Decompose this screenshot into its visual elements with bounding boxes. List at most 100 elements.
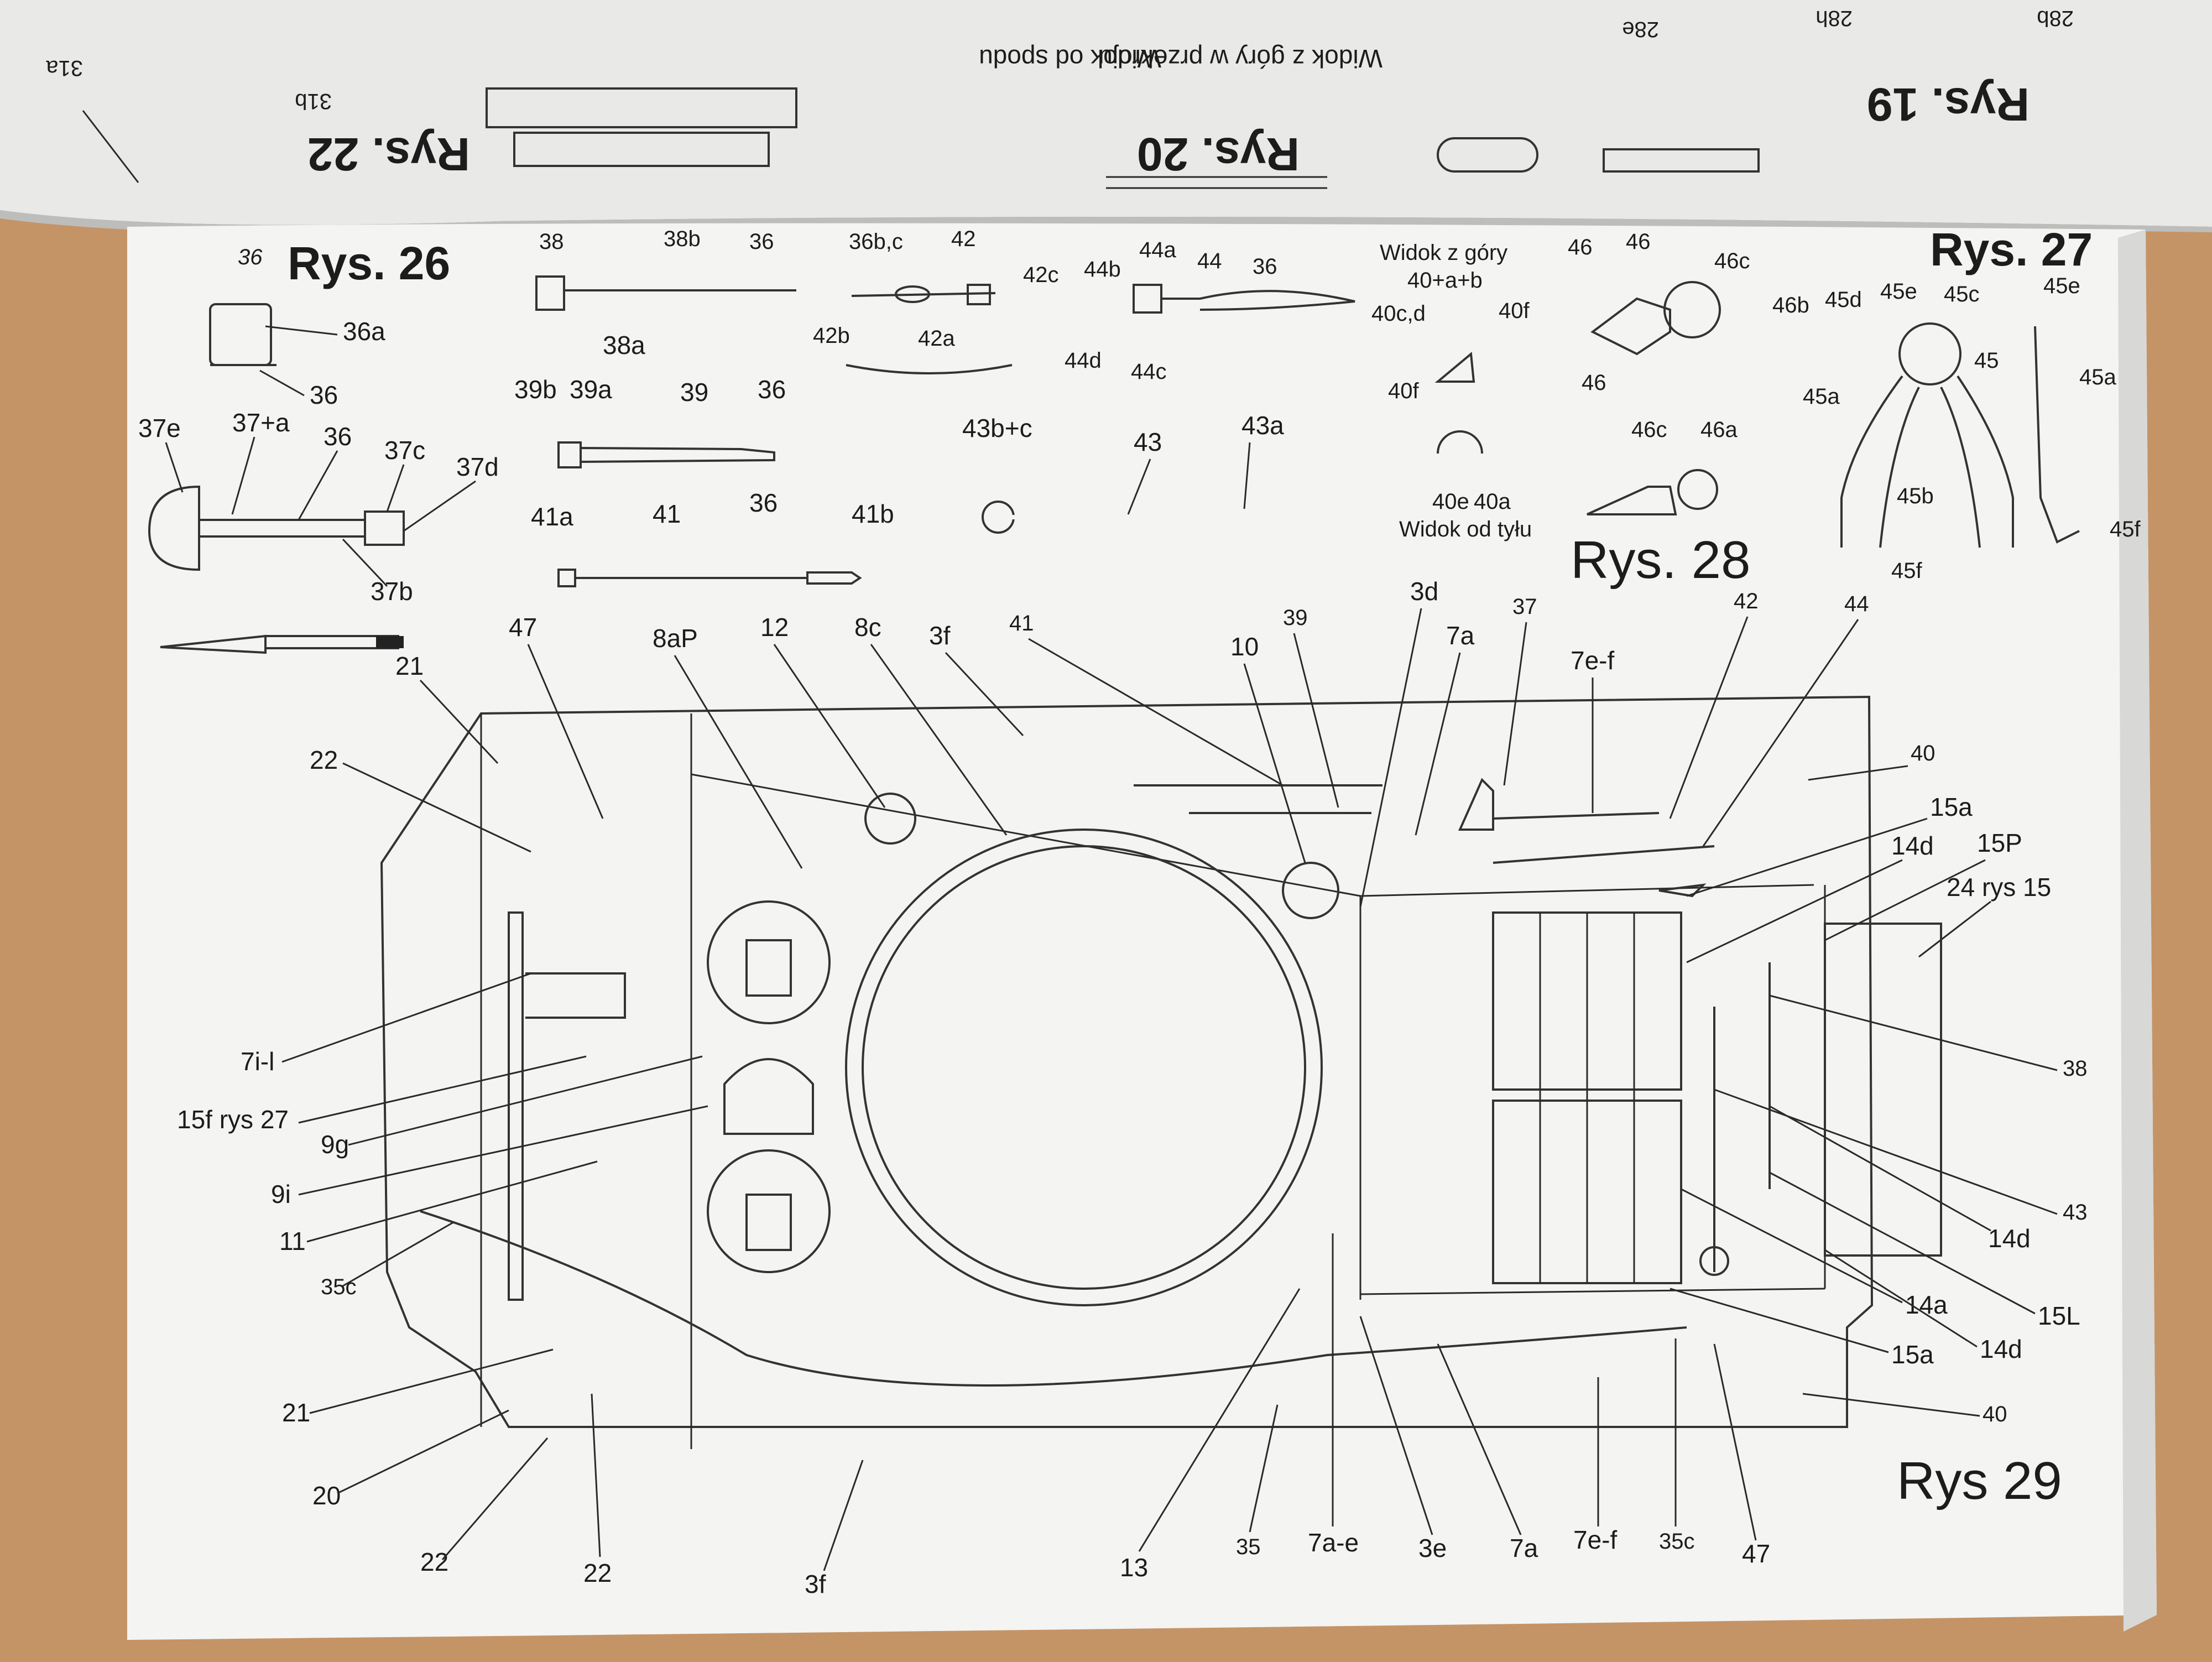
- callout-47-b: 47: [1742, 1539, 1770, 1568]
- fig29-title: Rys 29: [1897, 1451, 2062, 1510]
- figure-29-deck: Rys 29 47 8aP 12 8c 3f 41 39 10 3d 7a 37…: [177, 577, 2088, 1598]
- part-28b: 28b: [2037, 6, 2074, 30]
- callout-7a-b: 7a: [1510, 1534, 1538, 1562]
- callout-21-b: 21: [282, 1398, 310, 1427]
- callout-20: 20: [312, 1481, 341, 1510]
- top-page-drawings: [82, 87, 1760, 189]
- top-page: [0, 0, 2212, 227]
- callout-8c: 8c: [854, 613, 881, 642]
- callout-14d: 14d: [1891, 831, 1934, 860]
- label-44: 44: [1197, 249, 1222, 273]
- callout-41: 41: [1009, 611, 1034, 635]
- label-44d: 44d: [1065, 348, 1102, 373]
- callout-15a-b: 15a: [1891, 1340, 1934, 1369]
- fig20-title: Rys. 20: [1137, 128, 1300, 180]
- part-31a: 31a: [46, 56, 83, 80]
- callout-37: 37: [1512, 595, 1537, 619]
- part-28e: 28e: [1622, 17, 1659, 41]
- callout-39: 39: [1283, 606, 1308, 630]
- callout-15P: 15P: [1977, 829, 2022, 857]
- label-40f-top: 40f: [1499, 299, 1530, 323]
- label-37e: 37e: [138, 414, 181, 442]
- figure-28: Widok z góry 40+a+b 40c,d 40f 40f 40e 40…: [1371, 230, 1809, 590]
- label-38: 38: [539, 230, 564, 254]
- figure-26: Rys. 26 36 36a 36 37e 37+a 36 37c 37d 37…: [138, 227, 894, 654]
- callout-3e: 3e: [1418, 1534, 1447, 1562]
- callout-15f-rys27: 15f rys 27: [177, 1105, 289, 1134]
- label-45f: 45f: [1891, 559, 1922, 583]
- label-45b: 45b: [1897, 484, 1934, 508]
- label-44a: 44a: [1139, 238, 1176, 262]
- callout-42: 42: [1734, 589, 1759, 613]
- label-42c: 42c: [1023, 263, 1059, 287]
- fig19-title: Rys. 19: [1867, 79, 2030, 131]
- callout-15L: 15L: [2038, 1301, 2080, 1330]
- label-37b: 37b: [371, 577, 413, 606]
- callout-22-c: 22: [583, 1559, 612, 1587]
- label-38b: 38b: [664, 227, 701, 251]
- label-43bc: 43b+c: [962, 414, 1032, 442]
- label-37d: 37d: [456, 452, 499, 481]
- label-45: 45: [1974, 348, 1999, 373]
- label-46a: 46a: [1700, 418, 1738, 442]
- label-40e: 40e: [1432, 489, 1469, 514]
- label-36-41: 36: [749, 488, 778, 517]
- label-42b: 42b: [813, 324, 850, 348]
- label-37c: 37c: [384, 436, 425, 465]
- callout-21: 21: [395, 652, 424, 680]
- callout-35c-b: 35c: [1659, 1529, 1695, 1554]
- label-45e-right: 45e: [2043, 274, 2080, 298]
- label-36bc: 36b,c: [849, 230, 903, 254]
- label-36-shovel: 36: [324, 422, 352, 451]
- label-42: 42: [951, 227, 976, 251]
- callout-38: 38: [2063, 1056, 2088, 1081]
- label-46c-b: 46c: [1631, 418, 1667, 442]
- label-45e: 45e: [1880, 279, 1917, 304]
- label-43a: 43a: [1241, 411, 1284, 440]
- callout-12: 12: [760, 613, 789, 642]
- fig28-title: Rys. 28: [1571, 530, 1750, 590]
- label-36-44: 36: [1253, 254, 1277, 279]
- label-38a: 38a: [603, 331, 645, 360]
- callout-44: 44: [1844, 592, 1869, 616]
- callout-13: 13: [1120, 1553, 1148, 1582]
- label-46b: 46b: [1772, 293, 1809, 317]
- label-41b: 41b: [852, 499, 894, 528]
- label-42a: 42a: [918, 326, 955, 351]
- callout-9g: 9g: [321, 1130, 349, 1159]
- label-40cd: 40c,d: [1371, 301, 1426, 326]
- label-39a: 39a: [570, 375, 612, 404]
- label-37a: 37+a: [232, 408, 290, 437]
- label-40a: 40a: [1474, 489, 1511, 514]
- label-41: 41: [653, 499, 681, 528]
- label-36-bar: 36: [749, 230, 774, 254]
- label-45c: 45c: [1944, 282, 1980, 306]
- callout-14d-c: 14d: [1980, 1335, 2022, 1363]
- callout-3f-b: 3f: [805, 1570, 826, 1598]
- caption-top-view: Widok z góry w przekroju: [1098, 44, 1383, 73]
- callout-11: 11: [279, 1227, 306, 1255]
- callout-14d-b: 14d: [1988, 1224, 2031, 1253]
- callout-43-b: 43: [2063, 1200, 2088, 1225]
- label-44b: 44b: [1084, 257, 1121, 282]
- callout-7e-f-b: 7e-f: [1573, 1525, 1617, 1554]
- caption-top-view-28: Widok z góry: [1380, 241, 1507, 265]
- engine-grille: [1492, 911, 1682, 1284]
- label-36a: 36a: [343, 317, 385, 346]
- fig26-title: Rys. 26: [288, 237, 450, 289]
- top-page-labels: Rys. 22 Rys. 20 Rys. 19 Widok od spodu W…: [46, 6, 2074, 180]
- label-45a-right: 45a: [2079, 365, 2116, 389]
- label-46c: 46c: [1714, 249, 1750, 273]
- fig27-title: Rys. 27: [1930, 223, 2093, 275]
- callout-15a: 15a: [1930, 793, 1973, 821]
- callout-9i: 9i: [271, 1180, 291, 1208]
- label-45a: 45a: [1803, 384, 1840, 409]
- callout-24-rys15: 24 rys 15: [1947, 873, 2051, 902]
- label-45d: 45d: [1825, 288, 1862, 312]
- label-46-c: 46: [1582, 371, 1606, 395]
- label-36a-top: 36: [238, 245, 263, 269]
- caption-bottom-view: Widok od spodu: [979, 44, 1161, 73]
- callout-40-b: 40: [1983, 1402, 2007, 1426]
- part-31b: 31b: [295, 89, 332, 113]
- figure-42-44-43: 36b,c 42 42c 42b 42a 44a 44 36 44b 44d 4…: [813, 227, 1355, 534]
